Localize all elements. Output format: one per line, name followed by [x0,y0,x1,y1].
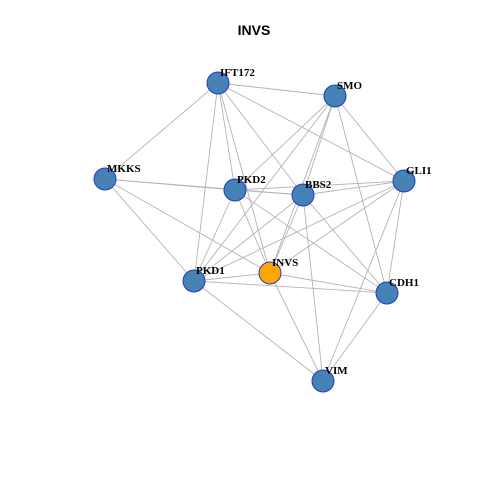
edge-gli1-pkd1 [193,180,405,282]
edge-bbs2-cdh1 [302,194,388,294]
edge-pkd2-gli1 [234,180,405,191]
node-invs [258,261,282,285]
edge-smo-gli1 [334,95,405,182]
node-pkd2 [223,178,247,202]
edge-ift172-bbs2 [217,82,304,196]
node-label-vim: VIM [325,365,348,377]
edge-gli1-cdh1 [386,180,405,294]
node-smo [323,84,347,108]
edge-pkd2-pkd1 [193,189,236,282]
edge-pkd2-cdh1 [234,189,388,294]
node-cdh1 [375,281,399,305]
node-label-ift172: IFT172 [220,67,255,79]
edge-gli1-vim [322,180,405,382]
node-label-pkd2: PKD2 [237,174,266,186]
edge-ift172-smo [217,82,336,97]
node-label-bbs2: BBS2 [305,179,332,191]
edge-invs-vim [269,272,324,382]
edge-bbs2-pkd1 [193,194,304,282]
edge-bbs2-gli1 [302,180,405,196]
node-layer [93,71,416,393]
edge-mkks-pkd1 [104,178,195,282]
node-label-pkd1: PKD1 [196,265,225,277]
node-vim [311,369,335,393]
graph-title: INVS [238,22,271,38]
node-bbs2 [291,183,315,207]
node-ift172 [206,71,230,95]
node-pkd1 [182,269,206,293]
node-label-mkks: MKKS [107,163,141,175]
edge-ift172-invs [217,82,271,274]
edge-ift172-pkd2 [217,82,236,191]
edge-layer [104,82,405,382]
edge-mkks-invs [104,178,271,274]
edge-bbs2-invs [269,194,304,274]
node-label-invs: INVS [272,257,298,269]
node-mkks [93,167,117,191]
edge-gli1-invs [269,180,405,274]
edge-smo-cdh1 [334,95,388,294]
edge-invs-pkd1 [193,272,271,282]
node-label-cdh1: CDH1 [389,277,419,289]
edge-invs-cdh1 [269,272,388,294]
edge-pkd1-cdh1 [193,280,388,294]
node-gli1 [392,169,416,193]
edge-pkd2-invs [234,189,271,274]
edge-smo-pkd2 [234,95,336,191]
edge-pkd1-vim [193,280,324,382]
edge-ift172-pkd1 [193,82,219,282]
edge-cdh1-vim [322,292,388,382]
edge-ift172-gli1 [217,82,405,182]
edge-ift172-mkks [104,82,219,180]
edge-smo-bbs2 [302,95,336,196]
node-label-gli1: GLI1 [406,165,432,177]
node-label-smo: SMO [337,80,363,92]
